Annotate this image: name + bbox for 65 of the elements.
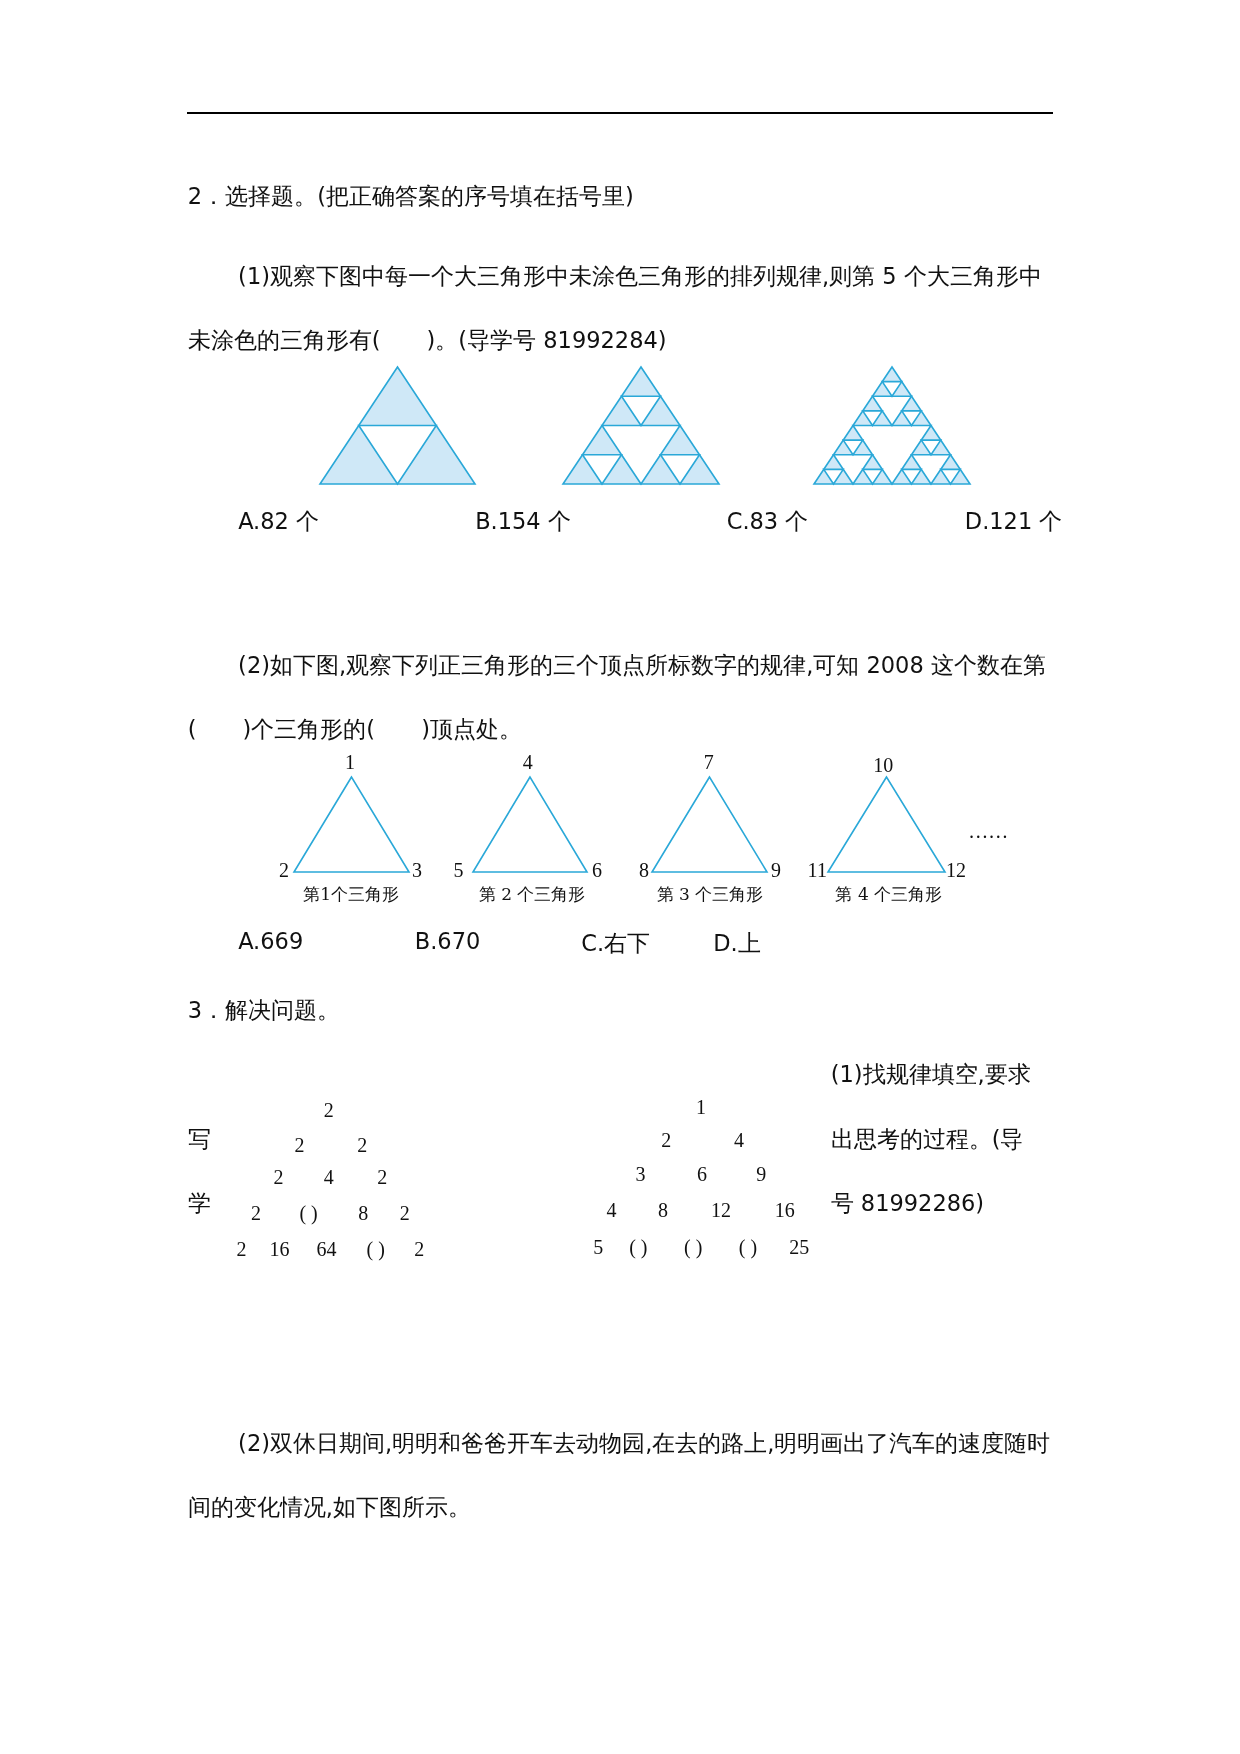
question-text: 出思考的过程。(导 <box>830 1124 1024 1154</box>
vertex-number: 8 <box>638 858 649 882</box>
vertex-number: 11 <box>807 858 827 882</box>
pyramid-number: 2 <box>294 1133 305 1157</box>
answer-option: A.82 个 <box>238 505 320 537</box>
answer-blank: ( ) <box>299 1201 318 1225</box>
pyramid-number: 2 <box>323 1098 334 1122</box>
pyramid-number: 1 <box>696 1095 706 1119</box>
pyramid-number: 2 <box>251 1201 261 1225</box>
answer-option: C.右下 <box>581 928 651 960</box>
answer-option: D.121 个 <box>964 505 1063 537</box>
answer-option: B.154 个 <box>475 505 571 537</box>
pyramid-number: 8 <box>657 1198 668 1222</box>
triangle-caption: 第 4 个三角形 <box>835 882 943 906</box>
vertex-number: 6 <box>592 858 602 882</box>
question-text: (2)双休日期间,明明和爸爸开车去动物园,在去的路上,明明画出了汽车的速度随时间的变化情况,如下图所示。 <box>187 1428 1052 1522</box>
vertex-number: 7 <box>703 750 714 774</box>
answer-blank: ( ) <box>684 1235 703 1259</box>
pyramid-number: 2 <box>399 1201 410 1225</box>
pyramid-number: 3 <box>635 1162 646 1186</box>
ellipsis: …… <box>968 819 1009 843</box>
question-text: 学 <box>187 1189 211 1219</box>
pyramid-number: 2 <box>661 1128 672 1152</box>
pyramid-number: 4 <box>323 1165 334 1189</box>
pyramid-number: 5 <box>593 1235 604 1259</box>
answer-option: C.83 个 <box>726 505 809 537</box>
vertex-number: 9 <box>770 858 781 882</box>
pyramid-number: 12 <box>711 1198 732 1222</box>
pyramid-number: 6 <box>697 1162 708 1186</box>
vertex-number: 2 <box>278 858 289 882</box>
pyramid-number: 16 <box>774 1198 795 1222</box>
pyramid-number: 9 <box>756 1162 767 1186</box>
section-heading: 2．选择题。(把正确答案的序号填在括号里) <box>187 182 634 212</box>
question-text: 写 <box>187 1124 211 1154</box>
answer-blank: ( ) <box>629 1235 648 1259</box>
pyramid-number: 4 <box>606 1198 617 1222</box>
section-heading: 3．解决问题。 <box>187 996 341 1025</box>
vertex-number: 5 <box>453 858 464 882</box>
pyramid-number: 16 <box>269 1237 290 1261</box>
pyramid-number: 2 <box>357 1133 368 1157</box>
answer-blank: ( ) <box>738 1235 758 1259</box>
pyramid-number: 2 <box>236 1237 247 1261</box>
vertex-number: 3 <box>412 858 422 882</box>
answer-blank: ( ) <box>366 1237 385 1261</box>
pyramid-number: 4 <box>734 1128 744 1152</box>
triangle-caption: 第1个三角形 <box>303 882 399 906</box>
pyramid-number: 64 <box>316 1237 337 1261</box>
pyramid-number: 2 <box>377 1165 388 1189</box>
answer-option: A.669 <box>238 928 304 955</box>
pyramid-number: 25 <box>789 1235 810 1259</box>
triangle-caption: 第 3 个三角形 <box>656 882 764 906</box>
pyramid-number: 8 <box>358 1201 369 1225</box>
question-text: (1)观察下图中每一个大三角形中未涂色三角形的排列规律,则第 5 个大三角形中未涂色的三角形有( )。(导学号 81992284) <box>187 261 1043 355</box>
question-text: 号 81992286) <box>830 1189 985 1219</box>
pyramid-number: 2 <box>273 1165 284 1189</box>
answer-option: D.上 <box>713 928 761 960</box>
vertex-number: 12 <box>945 858 966 882</box>
question-text: (1)找规律填空,要求 <box>830 1059 1031 1089</box>
pyramid-number: 2 <box>414 1237 425 1261</box>
vertex-number: 1 <box>344 750 355 774</box>
vertex-number: 10 <box>873 753 894 777</box>
triangle-caption: 第 2 个三角形 <box>478 882 586 906</box>
question-text: (2)如下图,观察下列正三角形的三个顶点所标数字的规律,可知 2008 这个数在第( )个三角形的( )顶点处。 <box>187 650 1047 744</box>
answer-option: B.670 <box>414 928 481 955</box>
vertex-number: 4 <box>522 750 533 774</box>
